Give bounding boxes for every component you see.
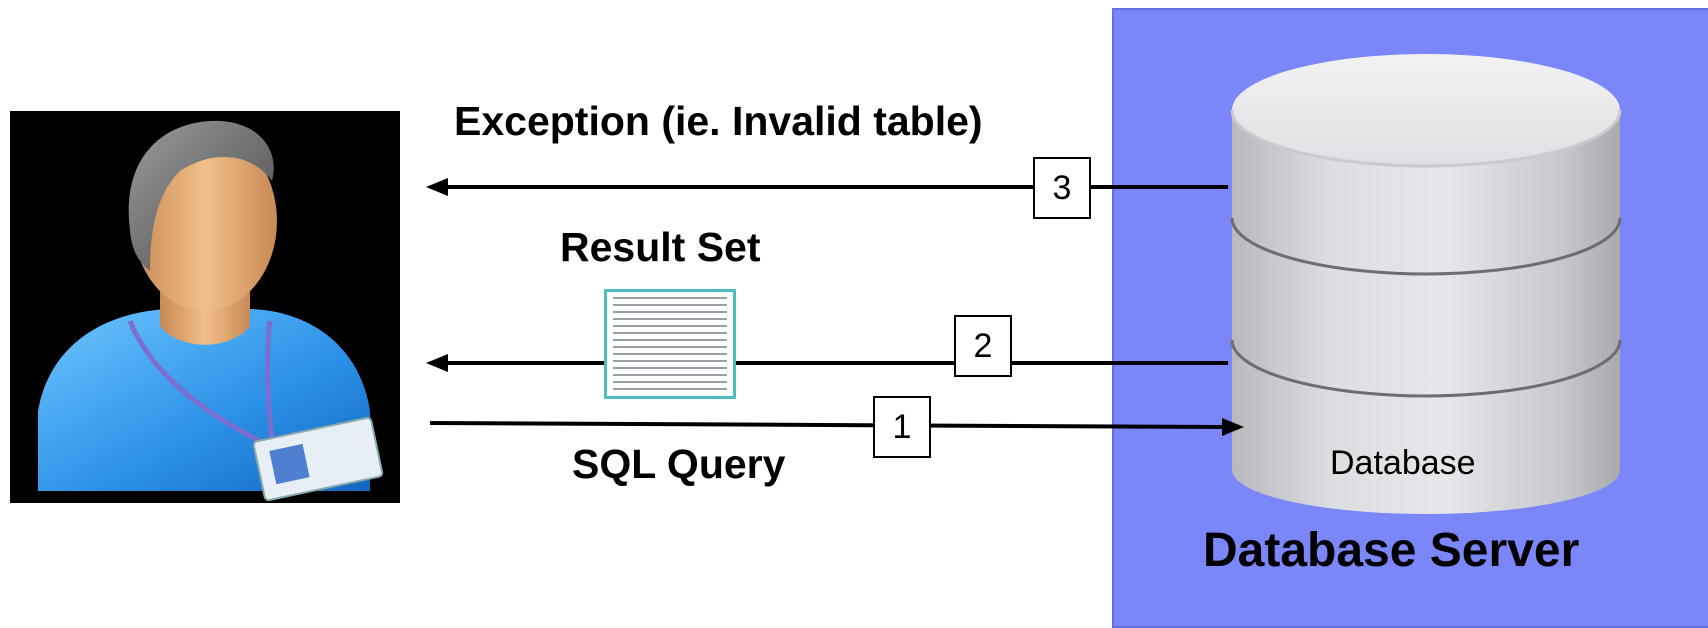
user-image — [10, 111, 400, 503]
sql-query-arrow — [429, 421, 1223, 429]
database-cylinder-icon — [1230, 54, 1622, 514]
step-2-box: 2 — [954, 315, 1012, 377]
result-set-label: Result Set — [560, 224, 761, 270]
exception-label: Exception (ie. Invalid table) — [454, 98, 983, 144]
sql-query-label: SQL Query — [572, 441, 786, 487]
result-table-icon — [604, 289, 736, 399]
exception-arrowhead-icon — [426, 178, 448, 196]
sql-query-arrowhead-icon — [1222, 418, 1244, 436]
database-label: Database — [1330, 444, 1476, 482]
step-3-box: 3 — [1033, 157, 1091, 219]
user-with-badge-icon — [38, 120, 384, 502]
result-arrowhead-icon — [426, 354, 448, 372]
database-server-label: Database Server — [1203, 524, 1580, 577]
step-1-box: 1 — [873, 396, 931, 458]
